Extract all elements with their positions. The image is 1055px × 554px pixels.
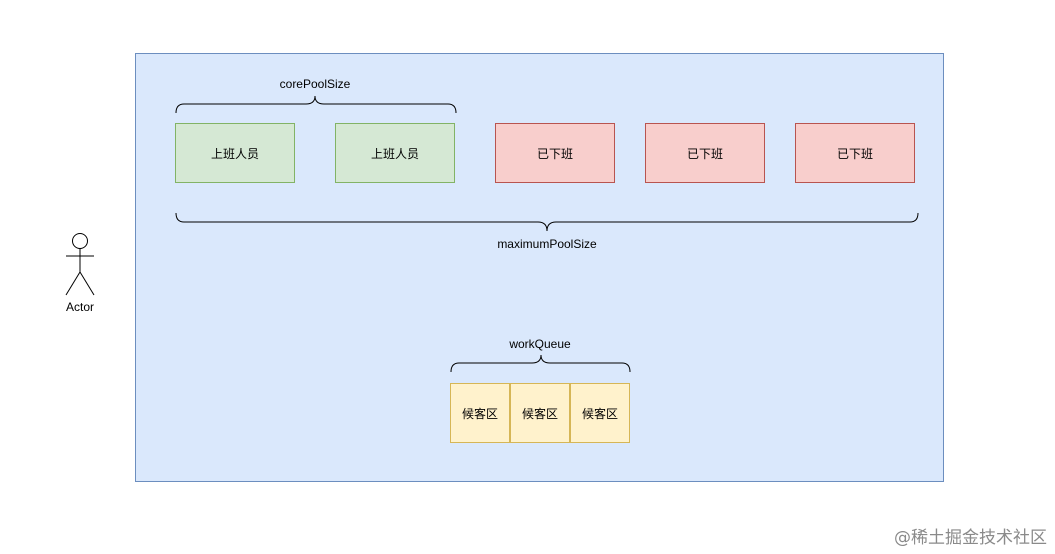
core-pool-size-label: corePoolSize	[279, 77, 351, 91]
idle-box: 已下班	[495, 123, 615, 183]
queue-slot: 候客区	[510, 383, 570, 443]
actor-label: Actor	[65, 300, 94, 314]
actor-figure	[65, 233, 95, 296]
work-queue-label: workQueue	[509, 337, 571, 351]
worker-box: 上班人员	[175, 123, 295, 183]
max-pool-brace	[175, 212, 919, 232]
queue-slot: 候客区	[570, 383, 630, 443]
watermark: @稀土掘金技术社区	[894, 528, 1047, 548]
queue-slot: 候客区	[450, 383, 510, 443]
maximum-pool-size-label: maximumPoolSize	[497, 237, 597, 251]
work-queue-brace	[450, 354, 631, 373]
worker-box: 上班人员	[335, 123, 455, 183]
idle-box: 已下班	[795, 123, 915, 183]
core-pool-brace	[175, 95, 457, 114]
idle-box: 已下班	[645, 123, 765, 183]
